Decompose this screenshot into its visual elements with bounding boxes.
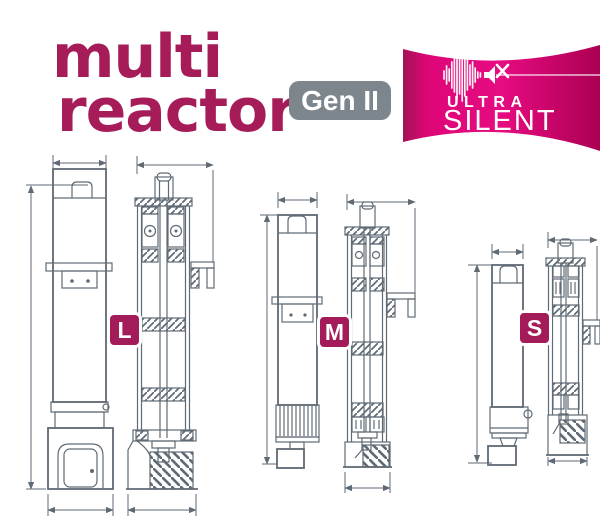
ultra-silent-ribbon: ULTRA SILENT [403, 45, 600, 151]
dimension-lines-l [26, 155, 214, 516]
section-view-m [343, 201, 416, 468]
sound-wave-icon [443, 48, 482, 102]
reactor-s-drawing [468, 232, 600, 466]
reactor-l-drawing [26, 155, 215, 516]
logo-line1: multi [52, 22, 223, 92]
ultra-label: ULTRA [447, 94, 528, 111]
section-view-s [545, 238, 600, 456]
gen-badge: Gen II [289, 81, 391, 120]
muted-speaker-icon [484, 63, 600, 84]
section-view-l [126, 172, 215, 490]
elevation-view-l [45, 168, 114, 490]
elevation-view-m [271, 214, 323, 469]
elevation-view-s [487, 264, 533, 466]
logo-line2: reactor [57, 76, 297, 146]
silent-label: SILENT [443, 105, 557, 137]
dimension-lines-s [468, 232, 598, 466]
size-badge-l: L [107, 312, 142, 348]
size-badge-m: M [317, 314, 352, 350]
size-badge-s: S [517, 310, 552, 346]
